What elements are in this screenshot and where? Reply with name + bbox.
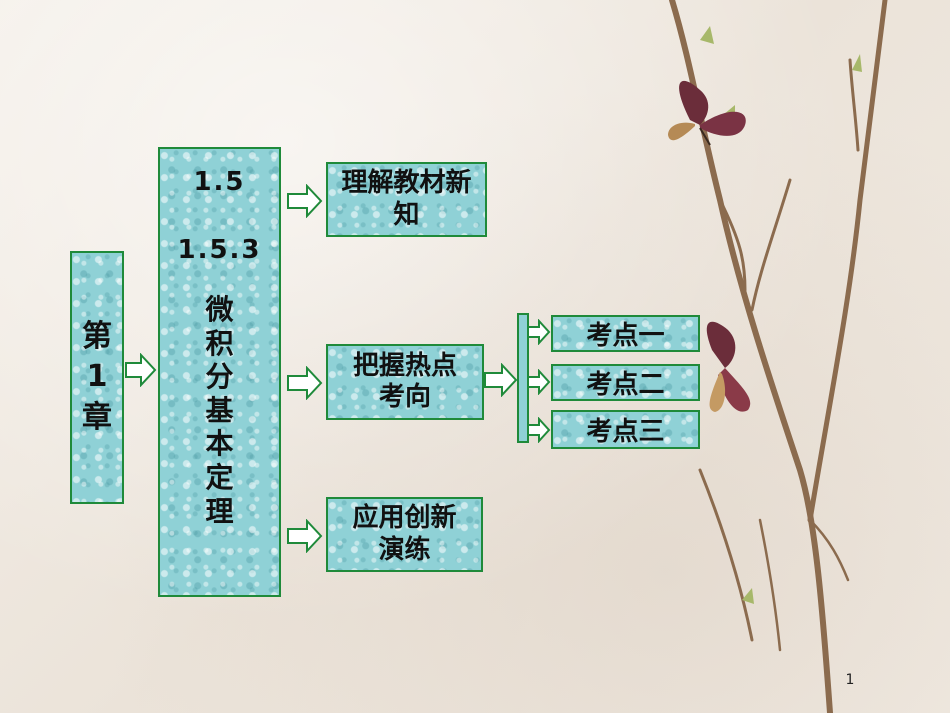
- key-point-3[interactable]: 考点三: [551, 410, 700, 449]
- topic-label: 理解教材新知: [341, 168, 472, 230]
- topic-box-understand[interactable]: 理解教材新知: [326, 162, 487, 237]
- page-number: 1: [845, 672, 855, 688]
- arrow-right-icon: [484, 363, 518, 397]
- key-point-label: 考点二: [586, 370, 665, 400]
- section-subnumber: 1.5.3: [177, 235, 262, 265]
- arrow-right-icon: [287, 366, 323, 400]
- chapter-line: 章: [82, 399, 112, 435]
- chapter-line: 第: [82, 318, 112, 354]
- chapter-box[interactable]: 第 1 章: [70, 251, 124, 504]
- arrow-right-icon: [287, 184, 323, 218]
- arrow-right-icon: [527, 319, 551, 345]
- section-number: 1.5: [193, 167, 246, 197]
- topic-box-practice[interactable]: 应用创新演练: [326, 497, 483, 572]
- section-box[interactable]: 1.5 1.5.3 微积分基本定理: [158, 147, 281, 597]
- arrow-right-icon: [527, 369, 551, 395]
- topic-box-hotspots[interactable]: 把握热点考向: [326, 344, 484, 420]
- key-point-label: 考点一: [586, 321, 665, 351]
- key-point-1[interactable]: 考点一: [551, 315, 700, 352]
- section-title: 微积分基本定理: [205, 293, 234, 528]
- arrow-right-icon: [287, 519, 323, 553]
- arrow-right-icon: [125, 353, 157, 387]
- key-point-2[interactable]: 考点二: [551, 364, 700, 401]
- arrow-right-icon: [527, 417, 551, 443]
- topic-label: 把握热点考向: [353, 350, 458, 412]
- key-point-label: 考点三: [586, 417, 665, 447]
- topic-label: 应用创新演练: [352, 503, 457, 565]
- chapter-line: 1: [86, 359, 108, 395]
